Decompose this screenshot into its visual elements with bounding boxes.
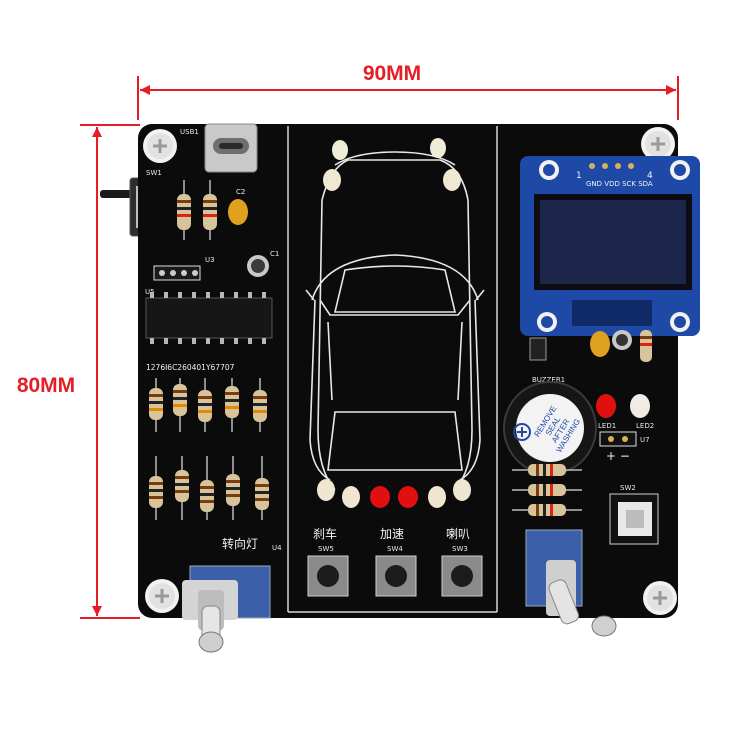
- headlight-leds: [323, 138, 461, 191]
- accelerate-button[interactable]: [375, 555, 417, 597]
- turn-signal-toggle-switch[interactable]: [182, 565, 271, 653]
- resistor-top-right: [203, 180, 217, 240]
- sw5-label: SW5: [318, 545, 334, 553]
- buzzer: [503, 381, 597, 475]
- c1-label: C1: [270, 250, 279, 258]
- buzzer-label: BUZZER1: [532, 376, 565, 384]
- section-dividers: [287, 126, 498, 613]
- ceramic-capacitor: [228, 199, 248, 225]
- brake-label: 刹车: [313, 526, 337, 541]
- resistor-bank-lower: [149, 456, 269, 520]
- screw-icon: [143, 129, 177, 163]
- terminal-block: [599, 431, 637, 447]
- sw2-label: SW2: [620, 484, 636, 492]
- brake-button[interactable]: [307, 555, 349, 597]
- turn-signal-label: 转向灯: [222, 536, 258, 551]
- sw4-label: SW4: [387, 545, 403, 553]
- screw-icon: [641, 127, 675, 161]
- u7-label: U7: [640, 436, 650, 444]
- oled-pin4-label: 4: [647, 171, 653, 181]
- led1-label: LED1: [598, 422, 616, 430]
- u3-label: U3: [205, 256, 215, 264]
- header-pins: [153, 265, 201, 281]
- oled-pin-names: GND VDD SCK SDA: [586, 180, 653, 188]
- horn-label: 喇叭: [446, 526, 470, 541]
- electrolytic-capacitor: [247, 255, 269, 277]
- oled-pin1-label: 1: [576, 171, 582, 181]
- sw1-label: SW1: [146, 169, 162, 177]
- oled-support-parts: [529, 330, 652, 362]
- usb-c-port[interactable]: [204, 123, 258, 173]
- sw2-push-switch[interactable]: [609, 493, 659, 545]
- chip-code-label: 1276I6C260401Y67707: [146, 363, 235, 372]
- resistor-top-left: [177, 180, 191, 240]
- width-dimension: 90MM: [137, 62, 679, 120]
- u5-label: U5: [145, 288, 155, 296]
- width-label: 90MM: [363, 62, 421, 85]
- resistor-bank-right: [512, 464, 582, 516]
- indicator-leds: [596, 394, 650, 418]
- accelerate-label: 加速: [380, 527, 404, 541]
- c2-label: C2: [236, 188, 245, 196]
- height-dimension: 80MM: [17, 124, 140, 619]
- screw-icon: [145, 579, 179, 613]
- height-label: 80MM: [17, 374, 75, 397]
- taillight-leds: [317, 479, 471, 508]
- right-toggle-switch[interactable]: [525, 529, 617, 637]
- mounting-screws: [143, 127, 677, 615]
- polarity-label: + −: [606, 449, 630, 463]
- horn-button[interactable]: [441, 555, 483, 597]
- sw3-label: SW3: [452, 545, 468, 553]
- oled-module: [520, 156, 700, 336]
- screw-icon: [643, 581, 677, 615]
- dip-ic-chip: [145, 292, 273, 344]
- usb-label: USB1: [180, 128, 199, 136]
- u4-label: U4: [272, 544, 282, 552]
- led2-label: LED2: [636, 422, 654, 430]
- resistor-bank-upper: [149, 378, 267, 432]
